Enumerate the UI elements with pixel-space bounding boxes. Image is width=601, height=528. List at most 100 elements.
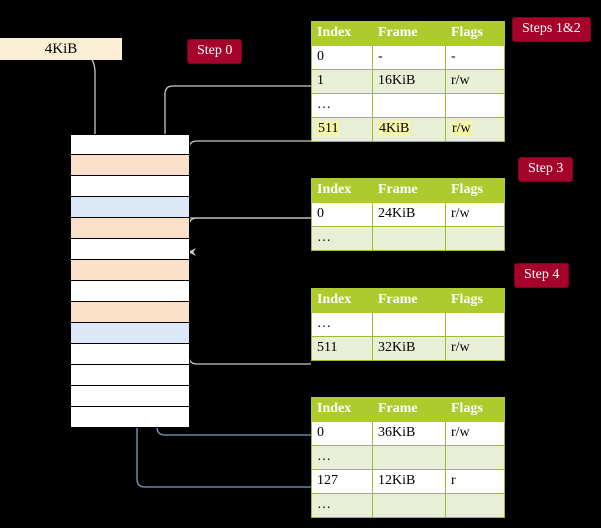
col-header-flags: Flags (445, 178, 505, 203)
table-row[interactable]: … (311, 493, 505, 518)
memory-row-11 (70, 365, 190, 386)
cell-index: … (311, 445, 373, 470)
col-header-flags: Flags (445, 397, 505, 422)
highlight: r/w (451, 121, 472, 136)
badge-step-0: Step 0 (188, 40, 242, 63)
col-header-frame: Frame (372, 288, 446, 313)
cell-index: 511 (311, 336, 373, 361)
col-header-frame: Frame (372, 21, 446, 46)
table-row[interactable]: 127 12KiB r (311, 469, 505, 494)
cell-index: … (311, 226, 373, 251)
cell-flags (445, 226, 505, 251)
cell-frame: 4KiB (372, 117, 446, 142)
memory-row-7 (70, 281, 190, 302)
memory-row-13 (70, 407, 190, 428)
memory-tick-2 (58, 176, 71, 177)
highlight: 4KiB (378, 121, 411, 136)
cell-index: 1 (311, 69, 373, 94)
table-row[interactable]: … (311, 445, 505, 470)
cell-flags: - (445, 45, 505, 70)
memory-row-12 (70, 386, 190, 407)
cell-flags: r/w (445, 117, 505, 142)
table-header-row: Index Frame Flags (311, 21, 505, 46)
cell-frame: 32KiB (372, 336, 446, 361)
cell-frame (372, 445, 446, 470)
memory-row-1 (70, 155, 190, 176)
cell-frame (372, 226, 446, 251)
wire-l1-16kib-to-memory (164, 85, 311, 151)
highlight: 511 (317, 121, 340, 136)
badge-steps-1-2: Steps 1&2 (513, 18, 590, 41)
table-row[interactable]: 0 - - (311, 45, 505, 70)
wire-l2-to-l3 (188, 217, 311, 256)
table-row-highlighted[interactable]: 511 4KiB r/w (311, 117, 505, 142)
table-header-row: Index Frame Flags (311, 397, 505, 422)
table-header-row: Index Frame Flags (311, 288, 505, 313)
cell-frame (372, 93, 446, 118)
wire-memory-to-l2 (182, 140, 311, 151)
cell-flags: r/w (445, 69, 505, 94)
cell-frame: 16KiB (372, 69, 446, 94)
memory-row-6 (70, 260, 190, 281)
memory-row-2 (70, 176, 190, 197)
memory-tick-6 (58, 260, 71, 261)
col-header-index: Index (311, 288, 373, 313)
col-header-frame: Frame (372, 397, 446, 422)
memory-row-5 (70, 239, 190, 260)
table-row[interactable]: 511 32KiB r/w (311, 336, 505, 361)
col-header-index: Index (311, 397, 373, 422)
cell-index: … (311, 93, 373, 118)
cell-flags (445, 445, 505, 470)
col-header-frame: Frame (372, 178, 446, 203)
cell-flags: r (445, 469, 505, 494)
memory-size-label: 4KiB (0, 38, 122, 60)
cell-frame (372, 312, 446, 337)
cell-index: 511 (311, 117, 373, 142)
cell-frame: 24KiB (372, 202, 446, 227)
col-header-flags: Flags (445, 288, 505, 313)
page-table-level-1: Index Frame Flags 0 - - 1 16KiB r/w … 51… (311, 21, 505, 142)
cell-flags: r/w (445, 202, 505, 227)
cell-flags (445, 93, 505, 118)
table-row[interactable]: … (311, 93, 505, 118)
table-header-row: Index Frame Flags (311, 178, 505, 203)
memory-row-8 (70, 302, 190, 323)
table-row[interactable]: 0 36KiB r/w (311, 421, 505, 446)
col-header-index: Index (311, 178, 373, 203)
memory-row-3 (70, 197, 190, 218)
cell-index: 127 (311, 469, 373, 494)
wire-l3-32kib-to-memory (182, 292, 311, 365)
badge-step-3: Step 3 (519, 158, 573, 181)
col-header-flags: Flags (445, 21, 505, 46)
cell-index: 0 (311, 45, 373, 70)
cell-flags (445, 312, 505, 337)
cell-flags (445, 493, 505, 518)
col-header-index: Index (311, 21, 373, 46)
memory-row-10 (70, 344, 190, 365)
table-row[interactable]: 1 16KiB r/w (311, 69, 505, 94)
cell-frame (372, 493, 446, 518)
memory-tick-8 (58, 302, 71, 303)
memory-tick-0 (58, 134, 71, 135)
memory-tick-1 (58, 155, 71, 156)
cell-index: … (311, 312, 373, 337)
memory-tick-4 (58, 218, 71, 219)
cell-frame: 36KiB (372, 421, 446, 446)
page-table-level-3: Index Frame Flags … 511 32KiB r/w (311, 288, 505, 361)
table-row[interactable]: 0 24KiB r/w (311, 202, 505, 227)
table-row[interactable]: … (311, 226, 505, 251)
page-table-level-4: Index Frame Flags 0 36KiB r/w … 127 12Ki… (311, 397, 505, 518)
cell-frame: 12KiB (372, 469, 446, 494)
wire-l4-12kib-to-memory (130, 322, 311, 488)
memory-row-9 (70, 323, 190, 344)
cell-index: 0 (311, 421, 373, 446)
cell-index: 0 (311, 202, 373, 227)
memory-row-4 (70, 218, 190, 239)
cell-index: … (311, 493, 373, 518)
table-row[interactable]: … (311, 312, 505, 337)
cell-flags: r/w (445, 336, 505, 361)
cell-flags: r/w (445, 421, 505, 446)
cell-frame: - (372, 45, 446, 70)
memory-row-0 (70, 134, 190, 155)
